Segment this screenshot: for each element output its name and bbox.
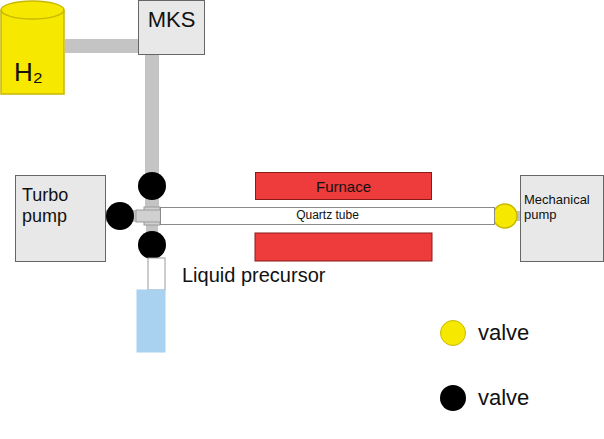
pump-box: Turbo pump — [15, 175, 106, 262]
valve-symbol — [138, 172, 166, 200]
node-label: Furnace — [256, 178, 431, 195]
pump-box: Mechanical pump — [520, 175, 604, 262]
node-label: MKS — [139, 7, 204, 32]
furnace-heater: Furnace — [255, 172, 432, 200]
liquid-precursor-vial: Liquid precursor — [136, 258, 336, 353]
valve-symbol — [138, 231, 166, 259]
legend-item: valve — [440, 385, 590, 411]
mass-flow-controller: MKS — [138, 0, 205, 55]
gas-cylinder: H₂ — [0, 0, 65, 95]
legend-swatch — [440, 320, 466, 346]
legend-label: valve — [478, 385, 529, 411]
node-label: Turbo pump — [22, 185, 102, 226]
legend-item: valve — [440, 320, 590, 346]
node-label: Quartz tube — [161, 209, 494, 223]
valve-symbol — [493, 204, 517, 228]
legend-label: valve — [478, 320, 529, 346]
furnace-heater — [255, 233, 432, 261]
quartz-tube: Quartz tube — [160, 207, 495, 225]
node-label: Mechanical pump — [524, 193, 602, 223]
legend-swatch — [440, 385, 466, 411]
node-label: H₂ — [14, 58, 43, 88]
gas-line — [65, 39, 138, 53]
valve-symbol — [106, 202, 134, 230]
node-label: Liquid precursor — [182, 264, 332, 287]
